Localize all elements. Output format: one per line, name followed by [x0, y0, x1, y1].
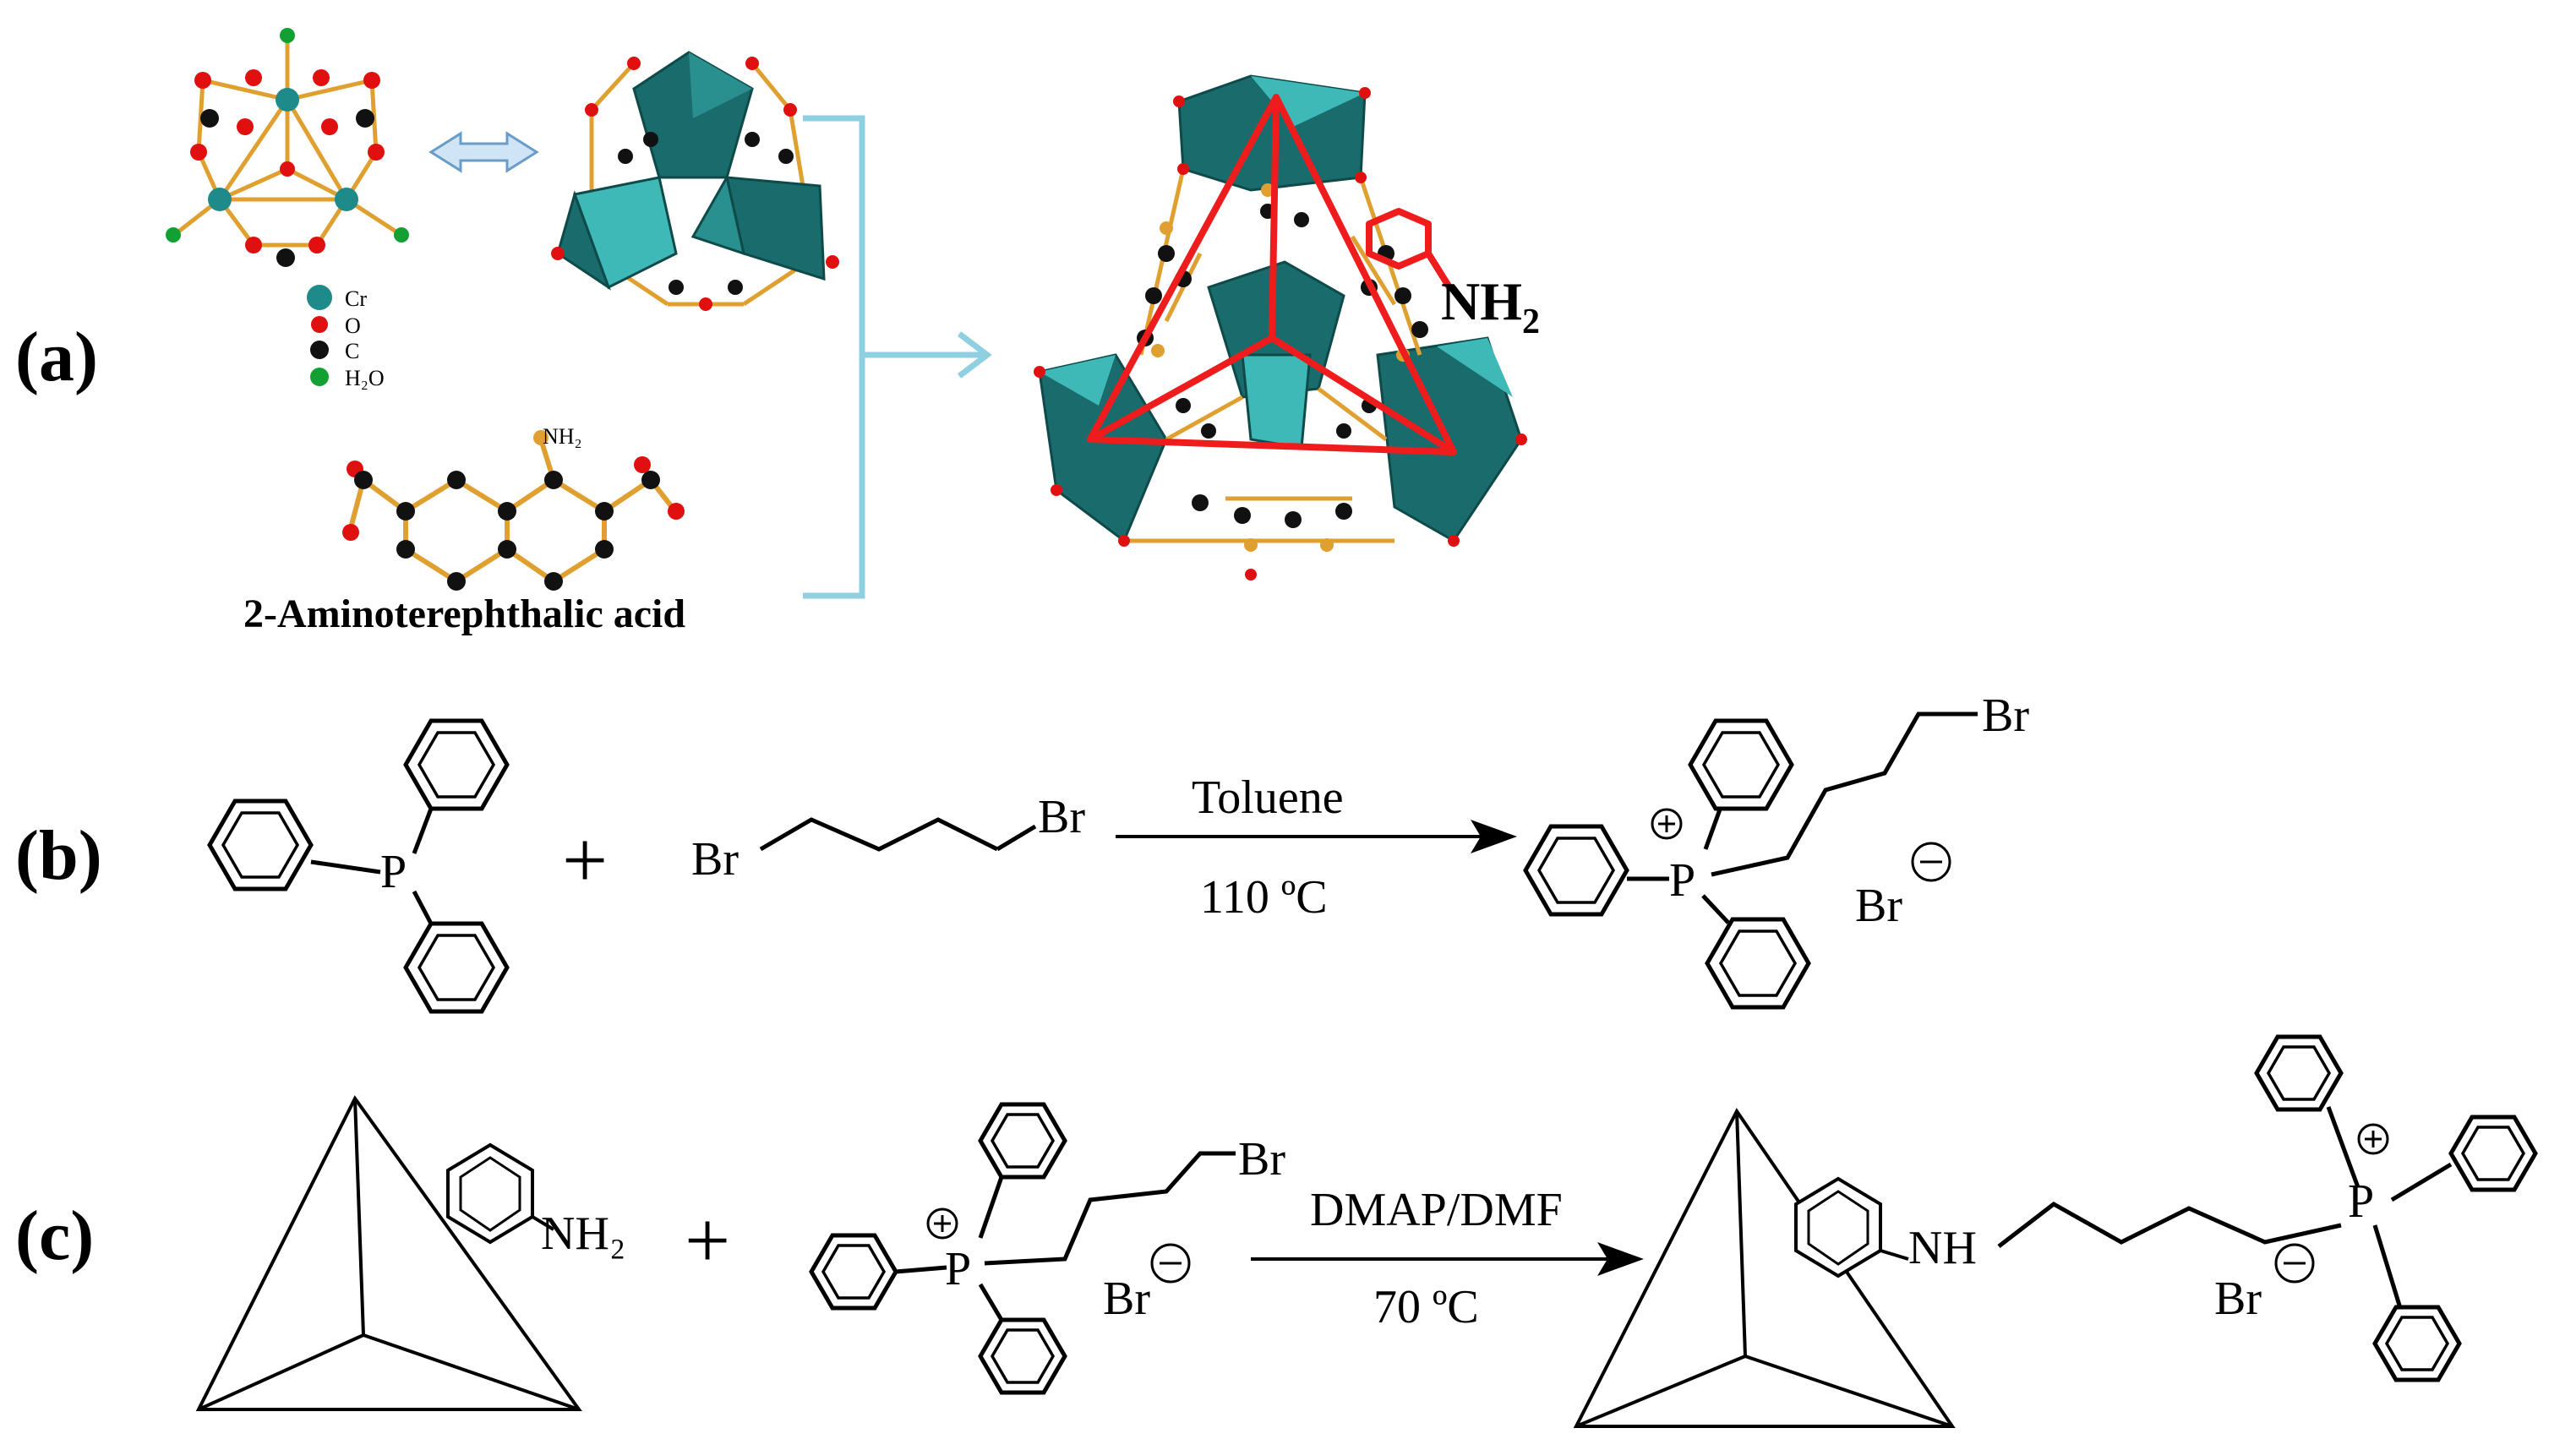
condition-b-bottom: 110 ºC	[1200, 871, 1328, 924]
legend-cr-swatch	[307, 285, 332, 310]
phosphonium-reagent-c: P Br Br	[811, 1104, 1285, 1393]
mof-nh2-ring: NH₂	[446, 1142, 625, 1260]
sbu-polyhedra	[551, 51, 839, 311]
product-b-p-label: P	[1669, 854, 1695, 907]
product-c-counter: Br	[2214, 1273, 2262, 1325]
blue-arrow	[862, 331, 992, 379]
mof-nh2-schematic	[195, 1095, 582, 1411]
legend-cr-label: Cr	[345, 286, 367, 311]
condition-b-top: Toluene	[1192, 771, 1344, 824]
atom-legend: Cr O C H₂O	[307, 285, 385, 390]
dibromobutane-br-left: Br	[691, 833, 739, 886]
linker-name: 2-Aminoterephthalic acid	[243, 591, 685, 636]
panel-label-c: (c)	[15, 1197, 94, 1275]
product-c-nh-label: NH	[1908, 1222, 1977, 1274]
legend-o-label: O	[345, 313, 361, 338]
panel-c: (c) NH₂ + P Br	[15, 1037, 2535, 1428]
product-c-p-label: P	[2348, 1175, 2374, 1228]
reaction-arrow-c: DMAP/DMF 70 ºC	[1251, 1184, 1644, 1333]
dibromobutane: Br Br	[691, 791, 1085, 886]
phosphonium-product-b: P Br Br	[1525, 690, 2029, 1007]
equivalence-arrow	[428, 131, 539, 173]
linker-nh2-label: NH₂	[543, 424, 582, 449]
panel-a: (a)	[15, 28, 1540, 636]
legend-h2o-swatch	[310, 368, 329, 386]
dibromobutane-br-right: Br	[1038, 791, 1085, 843]
condition-c-bottom: 70 ºC	[1373, 1281, 1479, 1333]
condition-c-top: DMAP/DMF	[1310, 1184, 1563, 1236]
cr3o-cluster	[166, 28, 409, 267]
framework-nh2-label: NH2	[1441, 271, 1540, 341]
legend-o-swatch	[311, 316, 328, 333]
legend-c-label: C	[345, 339, 359, 363]
reagent-c-br-label: Br	[1238, 1133, 1285, 1186]
mof-nh2-label: NH₂	[541, 1207, 625, 1260]
mof-product-ring: NH P Br	[1794, 1037, 2535, 1380]
panel-b: (b) P + Br Br Toluene 110 ºC	[15, 690, 2029, 1011]
plus-b: +	[562, 815, 608, 905]
mof-product-schematic	[1573, 1108, 1956, 1428]
product-b-br-label: Br	[1982, 690, 2029, 742]
panel-label-a: (a)	[15, 318, 98, 396]
plus-c: +	[685, 1195, 730, 1285]
reagent-c-counter: Br	[1103, 1273, 1150, 1325]
triphenylphosphine: P	[210, 721, 507, 1011]
reagent-c-p-label: P	[945, 1243, 971, 1295]
pph3-p-label: P	[380, 846, 407, 898]
legend-c-swatch	[310, 341, 329, 359]
panel-label-b: (b)	[15, 816, 102, 895]
counter-ion-b: Br	[1855, 880, 1902, 932]
reaction-arrow-b: Toluene 110 ºC	[1116, 771, 1517, 924]
linker-molecule: NH₂ 2-Aminoterephthalic acid	[243, 424, 685, 636]
mof-framework: NH2	[1034, 74, 1540, 581]
legend-h2o-label: H₂O	[345, 366, 385, 390]
